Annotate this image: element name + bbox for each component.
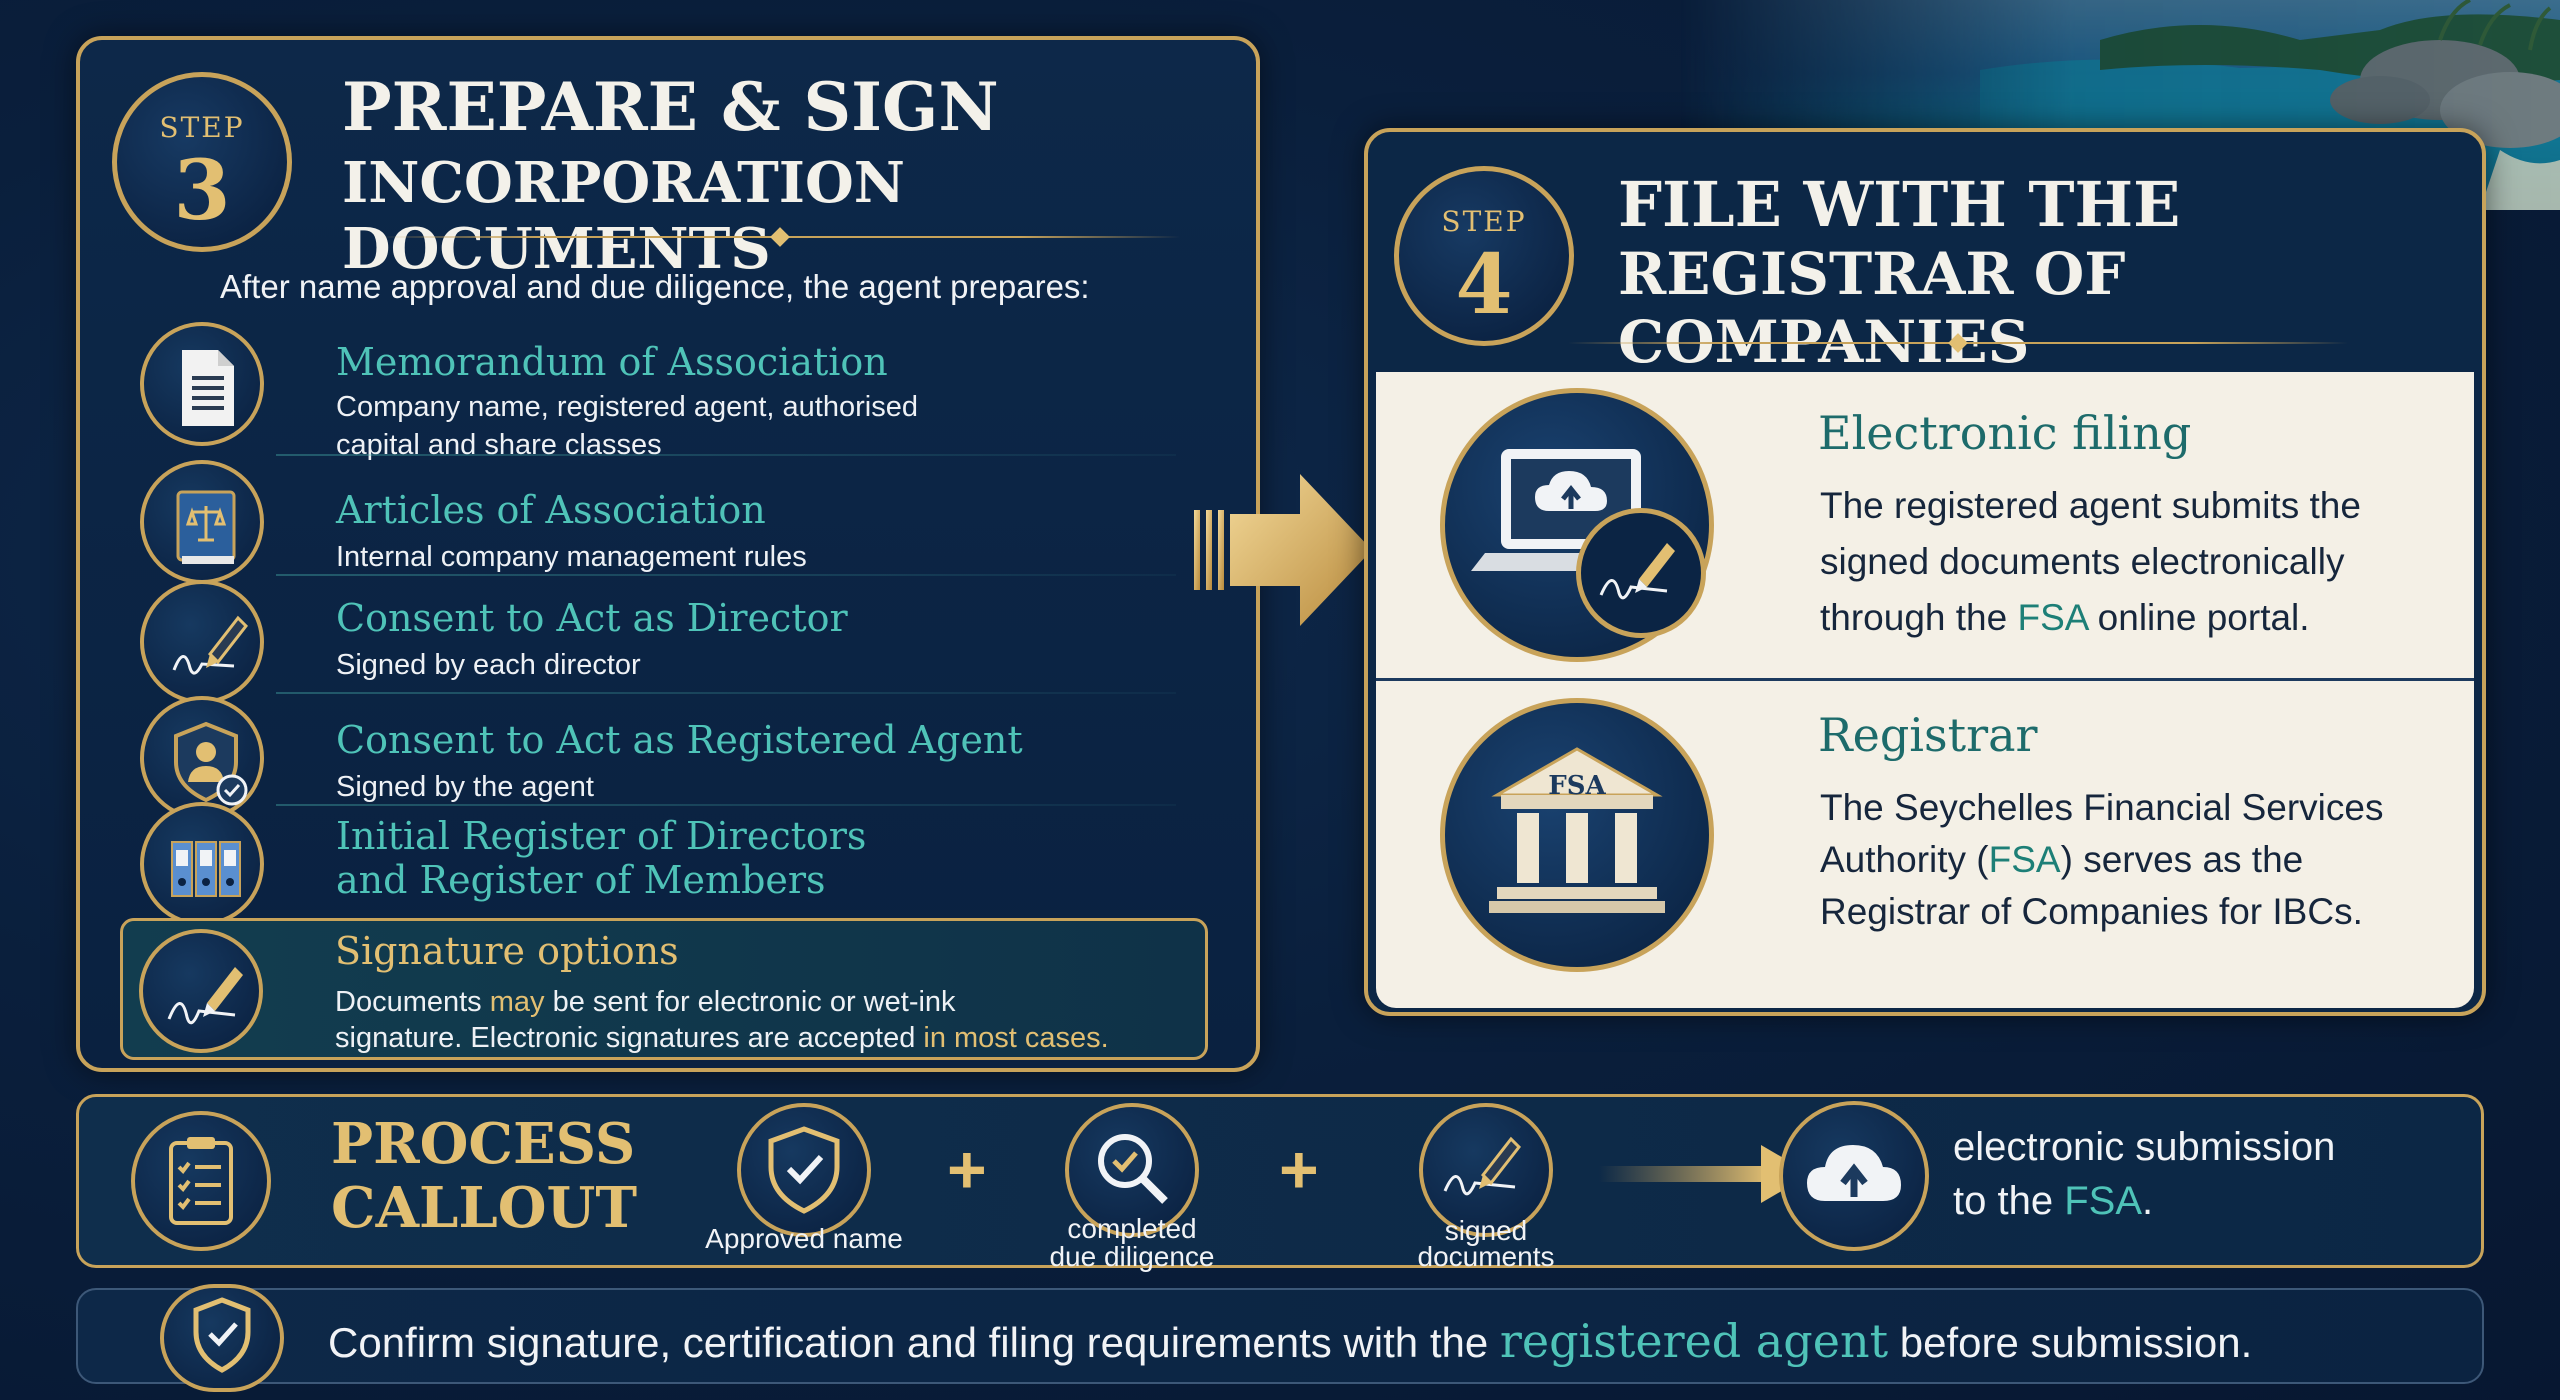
registrar-text: Authority ( — [1820, 839, 1989, 880]
result-text: . — [2142, 1179, 2154, 1223]
registrar-text: ) serves as the — [2060, 839, 2304, 880]
electronic-filing-line3: through the FSA online portal. — [1820, 590, 2440, 646]
row-separator — [276, 804, 1176, 806]
result-emphasis: FSA — [2064, 1179, 2142, 1223]
doc-title: Consent to Act as Registered Agent — [336, 718, 1023, 762]
doc-title-line2: and Register of Members — [336, 858, 826, 902]
callout-title-line2: CALLOUT — [331, 1175, 638, 1241]
row-separator — [276, 454, 1176, 456]
callout-result-line2: to the FSA. — [1953, 1179, 2153, 1224]
registrar-line3: Registrar of Companies for IBCs. — [1820, 891, 2363, 932]
signature-pen-icon — [1576, 508, 1706, 638]
registrar-emphasis: FSA — [1988, 839, 2061, 880]
step3-title-line1: PREPARE & SIGN — [342, 68, 999, 146]
filing-text: online portal. — [2087, 597, 2310, 638]
process-callout: PROCESS CALLOUT Approved name + complete… — [76, 1094, 2484, 1272]
cloud-upload-icon — [1779, 1101, 1929, 1251]
doc-desc-line1: Company name, registered agent, authoris… — [336, 391, 918, 423]
plus-sign: + — [1279, 1132, 1319, 1208]
registrar-line1: The Seychelles Financial Services — [1820, 787, 2384, 828]
note-emphasis: registered agent — [1499, 1314, 1889, 1368]
callout-step-label-line2: due diligence — [1049, 1241, 1215, 1272]
note-text-part: before submission. — [1888, 1319, 2253, 1366]
doc-desc-line1: Internal company management rules — [336, 541, 807, 573]
plus-sign: + — [947, 1132, 987, 1208]
step4-title-line1: FILE WITH THE — [1618, 168, 2181, 241]
step4-section-separator — [1376, 678, 2474, 681]
callout-step-label-line2: documents — [1417, 1241, 1555, 1272]
step3-badge: STEP 3 — [112, 72, 292, 252]
agent-shield-icon — [140, 696, 264, 820]
electronic-filing-line2: signed documents electronically — [1820, 541, 2345, 582]
callout-step-label: completed — [1067, 1213, 1197, 1244]
callout-step-label: Approved name — [705, 1223, 903, 1254]
signature-pen-icon — [1419, 1103, 1553, 1237]
signature-options-desc-line1: Documents may be sent for electronic or … — [335, 983, 1195, 1021]
magnifier-check-icon — [1065, 1103, 1199, 1237]
note-text: Confirm signature, certification and fil… — [328, 1314, 2252, 1368]
sig-text: signature. Electronic signatures are acc… — [335, 1022, 924, 1054]
registrar-line2: Authority (FSA) serves as the — [1820, 832, 2440, 888]
doc-desc-line1: Signed by the agent — [336, 771, 594, 803]
sig-emphasis: may — [489, 986, 545, 1018]
doc-title: Consent to Act as Director — [336, 596, 848, 640]
row-separator — [276, 574, 1176, 576]
doc-desc-line2: capital and share classes — [336, 429, 662, 461]
step3-badge-label: STEP — [159, 111, 245, 144]
step3-panel: STEP 3 PREPARE & SIGN INCORPORATION DOCU… — [76, 36, 1260, 1072]
sig-text: Documents — [335, 986, 490, 1018]
signature-options-box: Signature options Documents may be sent … — [120, 918, 1208, 1060]
callout-title-line1: PROCESS — [331, 1111, 636, 1177]
callout-result-line1: electronic submission — [1953, 1125, 2336, 1169]
step4-badge-number: 4 — [1455, 237, 1513, 333]
signature-options-title: Signature options — [335, 929, 679, 973]
note-text-part: Confirm signature, certification and fil… — [328, 1319, 1500, 1366]
doc-desc-line1: Signed by each director — [336, 649, 641, 681]
registrar-building-icon: FSA — [1440, 698, 1714, 972]
shield-check-icon — [160, 1284, 284, 1392]
binders-icon — [140, 802, 264, 926]
shield-check-icon — [737, 1103, 871, 1237]
step4-panel: STEP 4 FILE WITH THE REGISTRAR OF COMPAN… — [1364, 128, 2486, 1016]
registrar-title: Registrar — [1818, 708, 2038, 762]
clipboard-checklist-icon — [131, 1111, 271, 1251]
step3-intro: After name approval and due diligence, t… — [220, 268, 1090, 305]
doc-title: Articles of Association — [336, 488, 766, 532]
step4-badge-label: STEP — [1441, 205, 1527, 238]
doc-title: Memorandum of Association — [336, 340, 888, 384]
filing-emphasis: FSA — [2017, 597, 2088, 638]
callout-step-label: signed — [1444, 1215, 1528, 1246]
law-book-icon — [140, 460, 264, 584]
electronic-filing-line1: The registered agent submits the — [1820, 485, 2361, 526]
signature-pen-icon — [139, 929, 263, 1053]
electronic-filing-title: Electronic filing — [1818, 406, 2192, 460]
step3-badge-number: 3 — [173, 143, 231, 239]
step4-title-line2: REGISTRAR OF COMPANIES — [1618, 240, 2126, 376]
filing-text: through the — [1820, 597, 2018, 638]
next-step-arrow-icon — [1194, 474, 1372, 626]
step4-body: Electronic filing The registered agent s… — [1376, 372, 2474, 1008]
bottom-note: Confirm signature, certification and fil… — [76, 1284, 2484, 1392]
signature-options-desc-line2: signature. Electronic signatures are acc… — [335, 1019, 1195, 1057]
pen-signature-icon — [140, 580, 264, 704]
sig-emphasis: in most cases. — [923, 1022, 1109, 1054]
step3-title-line2: INCORPORATION DOCUMENTS — [342, 150, 905, 282]
document-icon — [140, 322, 264, 446]
step4-badge: STEP 4 — [1394, 166, 1574, 346]
row-separator — [276, 692, 1176, 694]
building-label: FSA — [1548, 771, 1606, 801]
doc-title: Initial Register of Directors — [336, 814, 867, 858]
sig-text: be sent for electronic or wet-ink — [544, 986, 956, 1018]
result-text: to the — [1953, 1179, 2065, 1223]
